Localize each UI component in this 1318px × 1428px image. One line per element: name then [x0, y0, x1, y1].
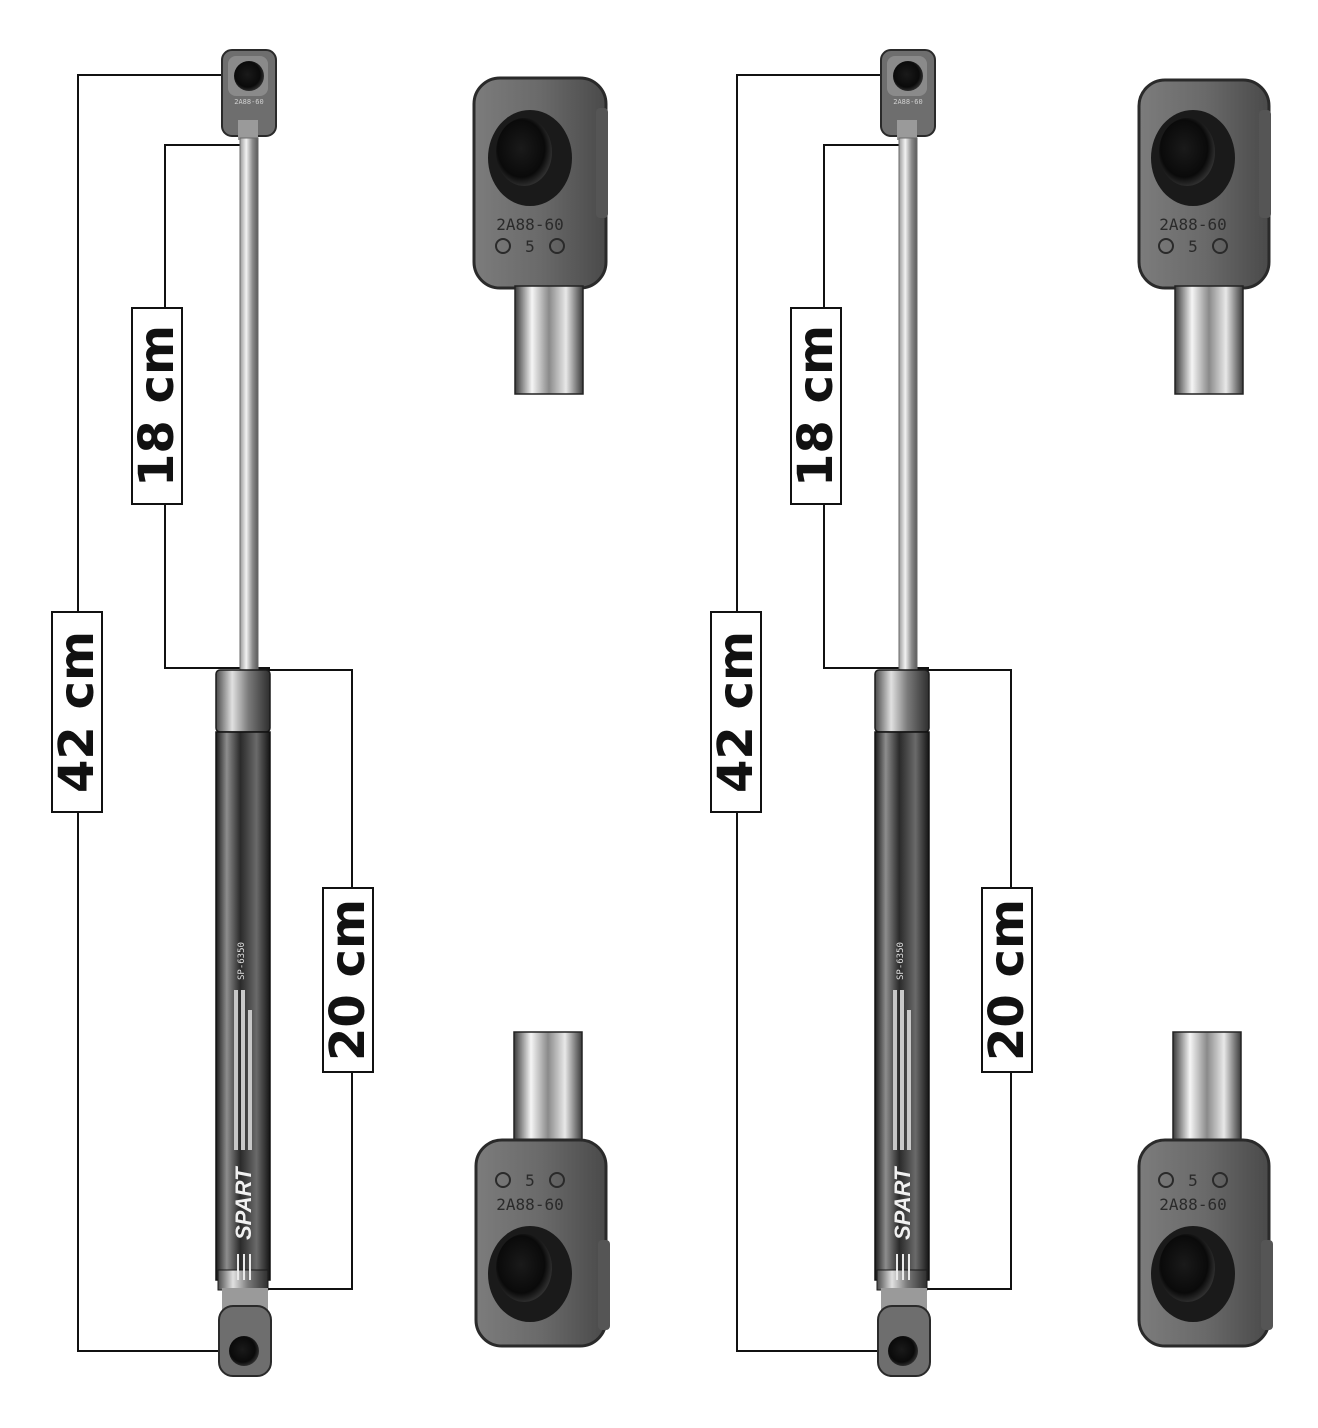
brand-label: SPART [231, 1166, 256, 1240]
dimension-label-rod: 18 cm [129, 307, 185, 505]
body-length-label: 20 cm [320, 899, 376, 1061]
rod-length-label: 18 cm [788, 325, 844, 487]
closeup-bottom-digit: 5 [525, 1171, 535, 1190]
rod-length-label: 18 cm [129, 325, 185, 487]
piston-rod [239, 137, 259, 671]
bottom-fitting-closeup: 5 2A88-60 [1137, 1031, 1273, 1348]
top-fitting-code: 2A88-60 [893, 98, 923, 106]
dimension-label-total: 42 cm [708, 611, 764, 813]
brand-label: SPART [890, 1166, 915, 1240]
top-eye-fitting: 2A88-60 [880, 49, 936, 140]
closeup-top-code: 2A88-60 [1159, 215, 1226, 234]
top-fitting-closeup: 2A88-60 5 [1137, 78, 1271, 395]
closeup-bottom-code: 2A88-60 [1159, 1195, 1226, 1214]
dimension-lines [77, 74, 353, 1352]
cylinder-body [215, 669, 271, 1291]
body-markings: SPART SP-6350 [231, 942, 256, 1280]
top-eye-fitting: 2A88-60 [221, 49, 277, 140]
gas-spring-right: 2A88-60 SPART SP-6350 42 cm [708, 49, 1273, 1377]
closeup-bottom-digit: 5 [1188, 1171, 1198, 1190]
dimension-label-total: 42 cm [49, 611, 105, 813]
body-markings: SPART SP-6350 [890, 942, 915, 1280]
bottom-eye-fitting [218, 1288, 272, 1377]
gas-spring-left: 2A88-60 SPART SP-6350 [49, 49, 610, 1377]
part-code-label: SP-6350 [896, 942, 906, 980]
closeup-top-digit: 5 [525, 237, 535, 256]
part-code-label: SP-6350 [237, 942, 247, 980]
total-length-label: 42 cm [49, 631, 105, 793]
top-fitting-closeup: 2A88-60 5 [472, 76, 608, 395]
piston-rod [898, 137, 918, 671]
top-fitting-code: 2A88-60 [234, 98, 264, 106]
bottom-eye-fitting [877, 1288, 931, 1377]
body-length-label: 20 cm [979, 899, 1035, 1061]
dimension-label-rod: 18 cm [788, 307, 844, 505]
dimension-label-body: 20 cm [320, 887, 376, 1073]
dimension-lines [736, 74, 1012, 1352]
bottom-fitting-closeup: 5 2A88-60 [474, 1031, 610, 1348]
closeup-bottom-code: 2A88-60 [496, 1195, 563, 1214]
closeup-top-digit: 5 [1188, 237, 1198, 256]
closeup-top-code: 2A88-60 [496, 215, 563, 234]
total-length-label: 42 cm [708, 631, 764, 793]
dimension-label-body: 20 cm [979, 887, 1035, 1073]
